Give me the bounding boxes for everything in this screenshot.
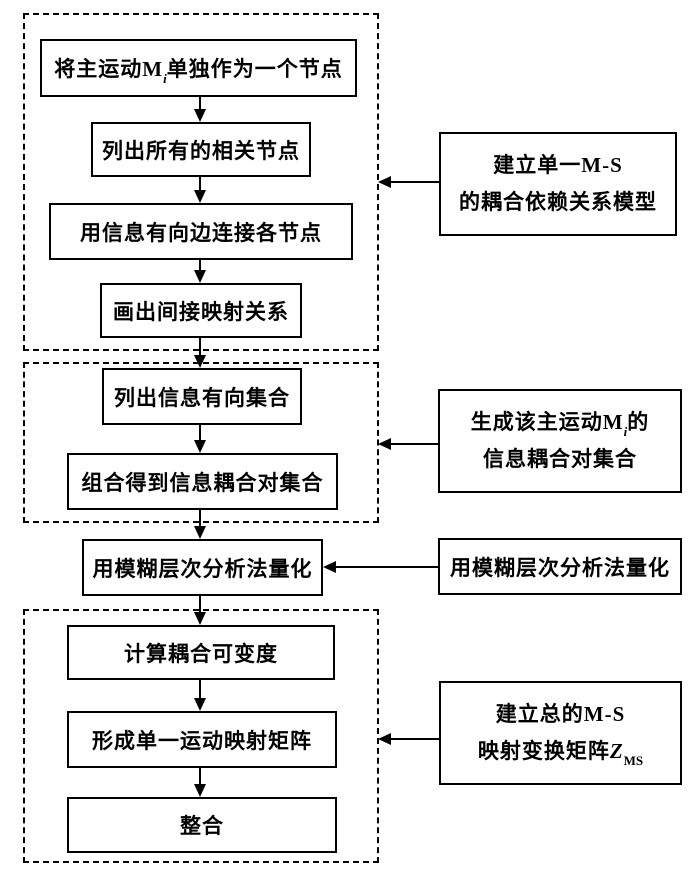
- arrow-down-step3-to-step4: [194, 260, 206, 283]
- subscript-i: i: [163, 71, 167, 87]
- flow-step-3-label: 用信息有向边连接各节点: [80, 220, 322, 245]
- flow-step-1-make-node: 将主运动Mi单独作为一个节点: [40, 39, 357, 97]
- annotation-3-line-1: 用模糊层次分析法量化: [450, 555, 670, 580]
- flow-step-1-label: 将主运动M: [54, 57, 164, 81]
- arrow-down-step5-to-step6: [194, 425, 206, 453]
- flow-step-1-label-post: 单独作为一个节点: [166, 57, 343, 81]
- flow-step-4-label: 画出间接映射关系: [113, 299, 289, 324]
- flow-step-3-connect-nodes: 用信息有向边连接各节点: [49, 203, 353, 260]
- flow-step-5-label: 列出信息有向集合: [114, 385, 290, 410]
- annotation-1-line-1: 建立单一M-S: [493, 153, 623, 177]
- subscript-i: i: [623, 424, 628, 440]
- flow-step-4-draw-indirect-mapping: 画出间接映射关系: [100, 283, 302, 338]
- arrow-left-annotation1-to-group1: [378, 176, 439, 188]
- flow-step-2-list-related-nodes: 列出所有的相关节点: [91, 122, 311, 177]
- arrow-left-annotation2-to-group2: [378, 438, 438, 450]
- annotation-4-line-2: 映射变换矩阵: [477, 739, 610, 763]
- annotation-box-1-dependency-model: 建立单一M-S 的耦合依赖关系模型: [439, 132, 677, 236]
- matrix-symbol-z: Z: [609, 739, 624, 763]
- flow-step-2-label: 列出所有的相关节点: [102, 138, 300, 163]
- flow-step-6-label: 组合得到信息耦合对集合: [81, 470, 324, 495]
- annotation-4-line-1: 建立总的M-S: [495, 702, 626, 726]
- flow-step-9-form-single-motion-matrix: 形成单一运动映射矩阵: [67, 711, 337, 768]
- annotation-2-line-1: 生成该主运动M: [470, 410, 624, 434]
- flow-step-7-fuzzy-ahp-quantify: 用模糊层次分析法量化: [82, 539, 323, 596]
- arrow-down-step2-to-step3: [194, 177, 206, 203]
- arrow-left-annotation3-to-step7: [323, 561, 438, 573]
- arrow-down-step4-to-step5: [194, 338, 206, 368]
- flow-step-10-integrate: 整合: [67, 797, 337, 853]
- subscript-ms: MS: [623, 753, 644, 769]
- flow-step-6-combine-coupling-pairs: 组合得到信息耦合对集合: [67, 453, 338, 510]
- flow-step-5-list-directed-sets: 列出信息有向集合: [102, 368, 302, 425]
- arrow-down-step1-to-step2: [194, 97, 206, 122]
- flow-step-8-compute-coupling-variability: 计算耦合可变度: [67, 625, 335, 680]
- annotation-2-line-1-post: 的: [627, 410, 650, 434]
- annotation-box-3-fuzzy-ahp: 用模糊层次分析法量化: [438, 538, 682, 595]
- annotation-1-line-2: 的耦合依赖关系模型: [459, 190, 657, 214]
- flow-step-10-label: 整合: [180, 814, 224, 838]
- arrow-down-step7-to-step8: [194, 596, 206, 625]
- annotation-box-4-transform-matrix: 建立总的M-S 映射变换矩阵ZMS: [439, 681, 682, 785]
- arrow-down-step6-to-step7: [194, 510, 206, 539]
- flow-step-8-label: 计算耦合可变度: [124, 641, 278, 666]
- arrow-down-step9-to-step10: [194, 768, 206, 797]
- arrow-left-annotation4-to-group3: [378, 733, 439, 745]
- annotation-2-line-2: 信息耦合对集合: [483, 447, 637, 471]
- flow-step-7-label: 用模糊层次分析法量化: [92, 556, 313, 581]
- arrow-down-step8-to-step9: [194, 680, 206, 711]
- flow-step-9-label: 形成单一运动映射矩阵: [92, 728, 312, 753]
- annotation-box-2-coupling-pair-set: 生成该主运动Mi的 信息耦合对集合: [438, 389, 682, 493]
